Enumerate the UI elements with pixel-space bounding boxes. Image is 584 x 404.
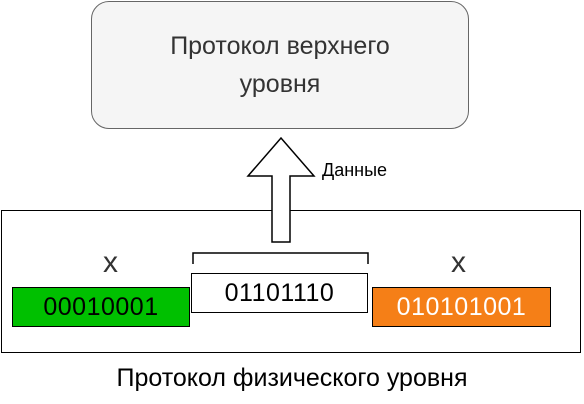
bits-block-right: 010101001 xyxy=(372,287,551,327)
bits-block-center: 01101110 xyxy=(191,273,368,313)
physical-layer-caption: Протокол физического уровня xyxy=(116,364,468,392)
upper-protocol-label: Протокол верхнего уровня xyxy=(170,32,390,98)
bits-block-left: 00010001 xyxy=(12,287,190,327)
data-label: Данные xyxy=(322,160,388,180)
upper-protocol-box: Протокол верхнего уровня xyxy=(91,1,469,129)
up-arrow-icon xyxy=(246,136,316,243)
bracket xyxy=(192,252,369,264)
discard-mark-left: x xyxy=(103,246,118,279)
discard-mark-right: x xyxy=(451,246,466,279)
